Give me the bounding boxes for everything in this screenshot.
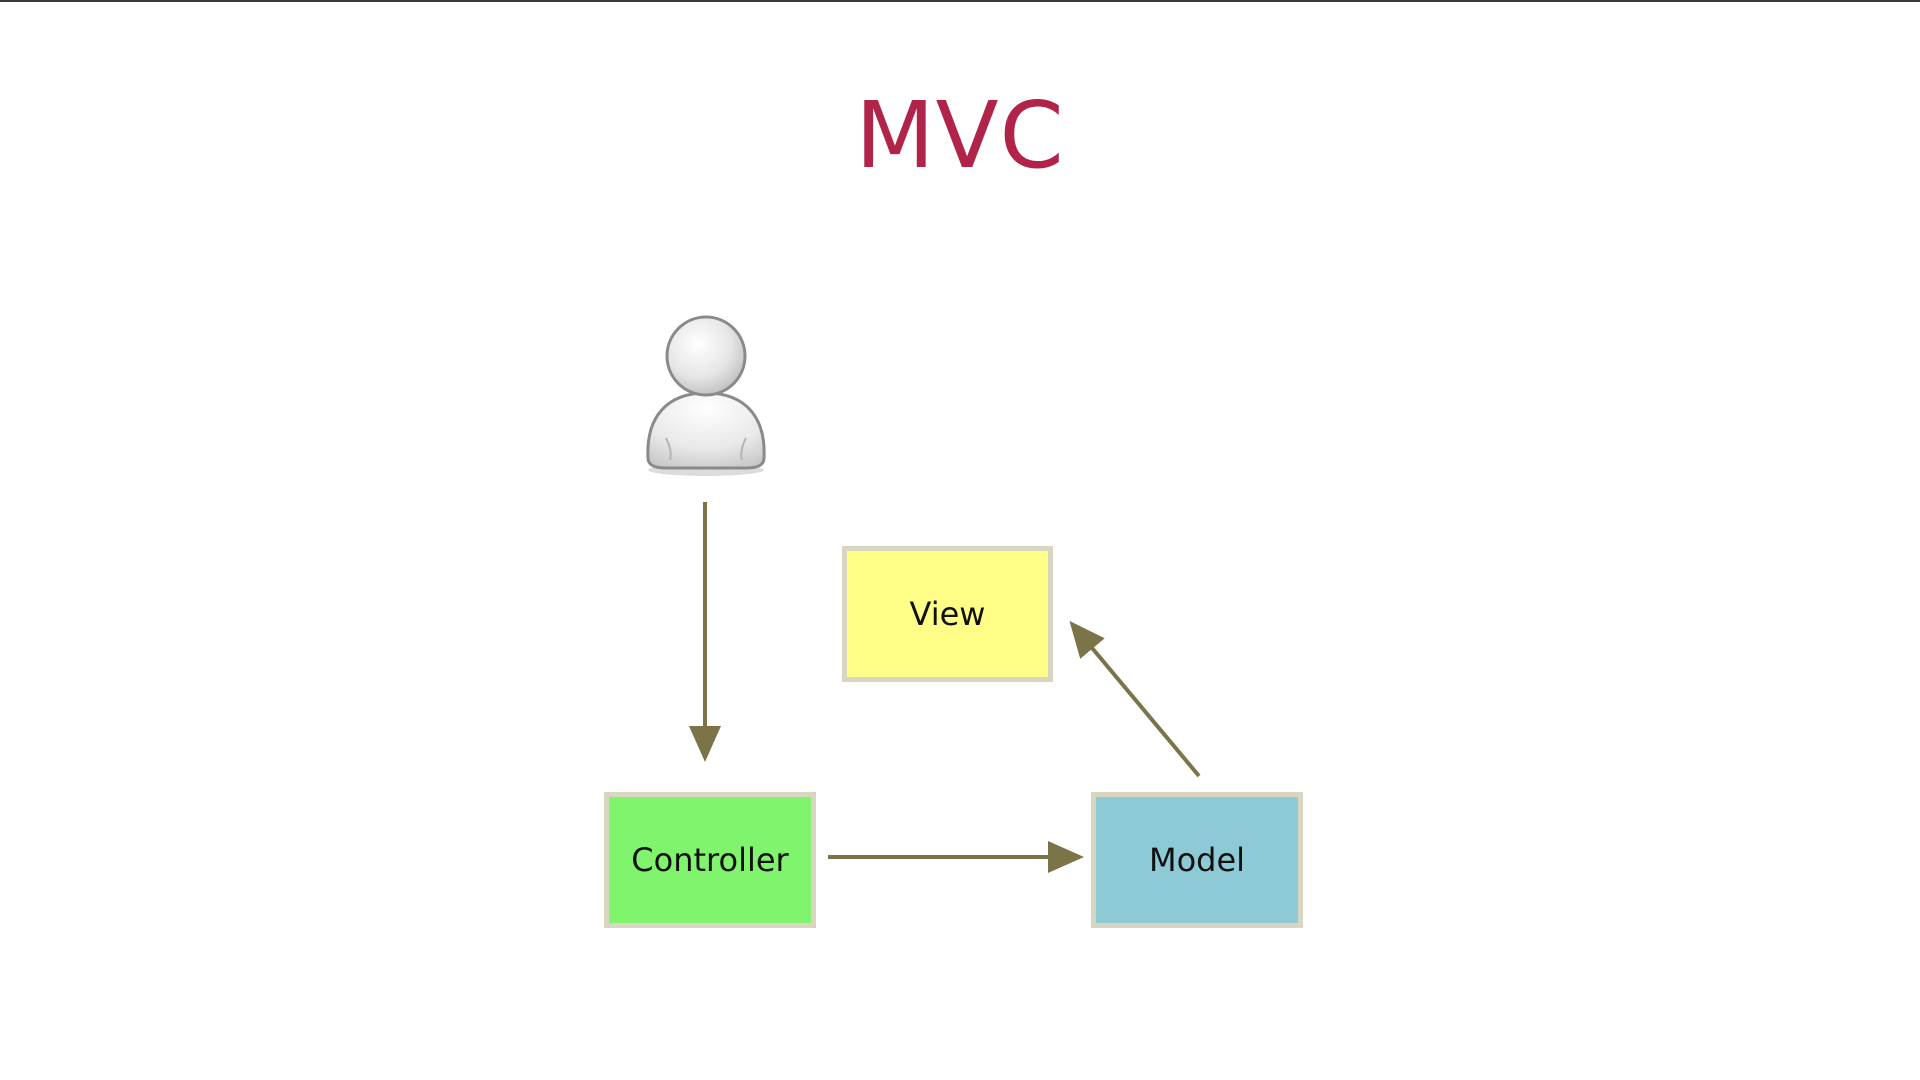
arrow-model-to-view [1069, 620, 1201, 778]
user-icon [646, 315, 766, 476]
controller-node: Controller [604, 792, 816, 928]
view-node: View [842, 546, 1053, 682]
model-node: Model [1091, 792, 1303, 928]
controller-label: Controller [631, 841, 789, 879]
slide-title: MVC [855, 82, 1065, 189]
model-label: Model [1148, 841, 1246, 879]
view-label: View [909, 595, 986, 633]
